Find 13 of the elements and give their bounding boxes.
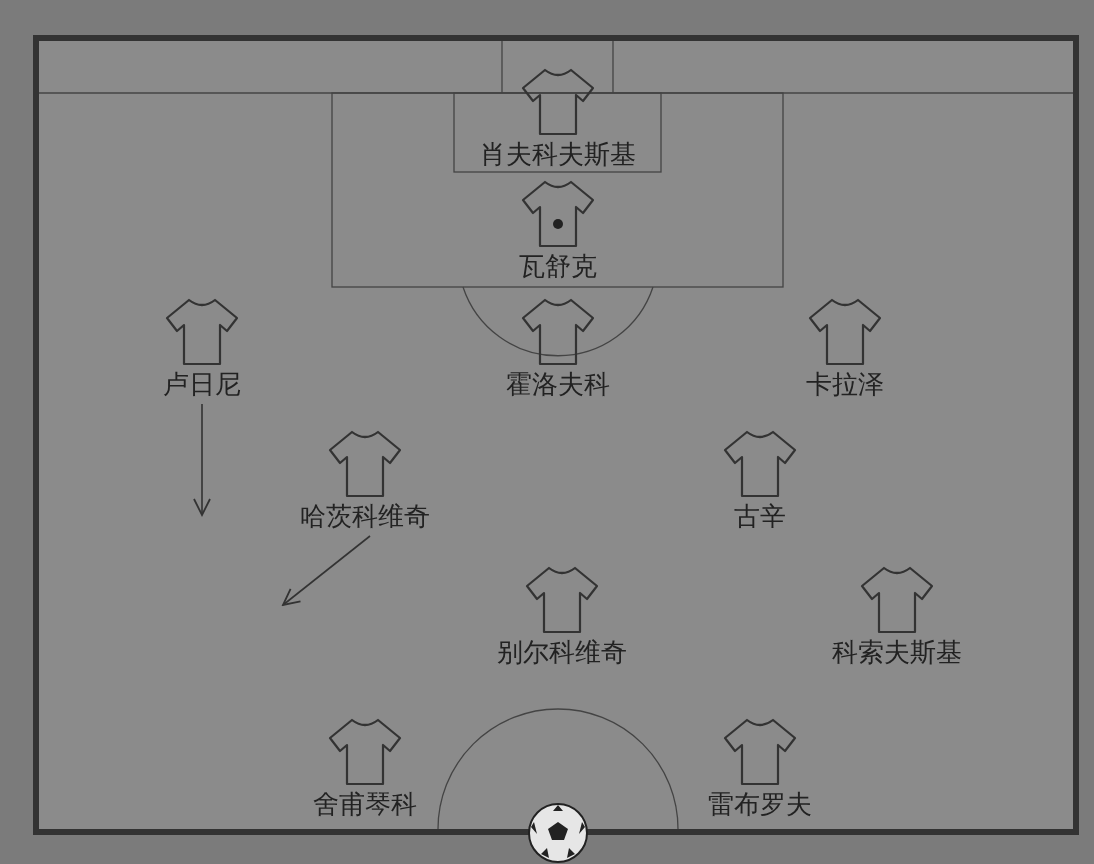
movement-arrow <box>193 403 211 516</box>
player-name: 霍洛夫科 <box>506 368 610 400</box>
player-name: 卢日尼 <box>163 368 241 400</box>
player-name: 哈茨科维奇 <box>300 500 430 532</box>
player-name: 科索夫斯基 <box>832 636 962 668</box>
player-name: 肖夫科夫斯基 <box>480 138 636 170</box>
player-name: 别尔科维奇 <box>497 636 627 668</box>
movement-arrow <box>282 535 371 606</box>
player-name: 舍甫琴科 <box>313 788 417 820</box>
player-name: 卡拉泽 <box>806 368 884 400</box>
player-name: 瓦舒克 <box>519 250 597 282</box>
player-name: 雷布罗夫 <box>708 788 812 820</box>
player-name: 古辛 <box>734 500 786 532</box>
